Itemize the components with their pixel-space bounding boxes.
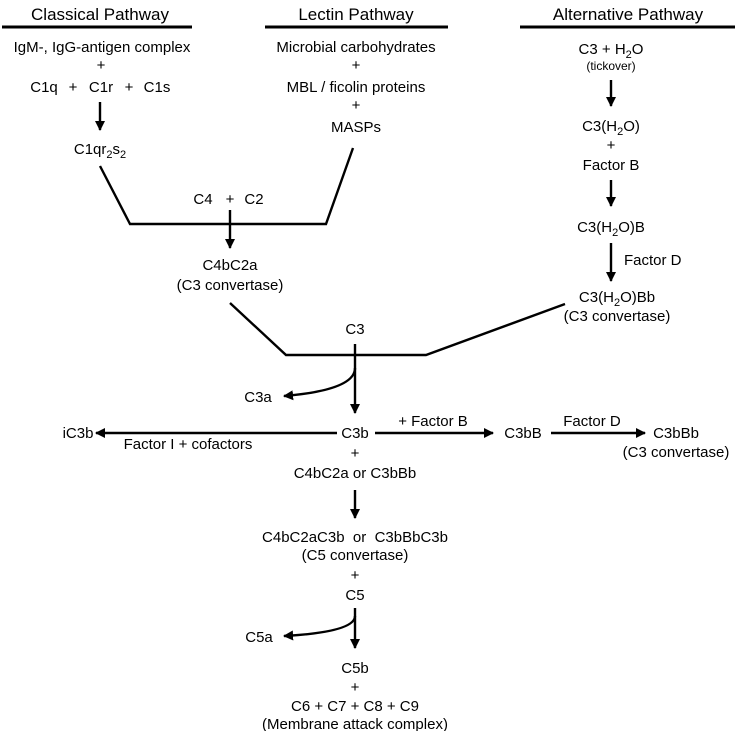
c1q-label: C1q (30, 79, 58, 96)
lectin-mbl-ficolin: MBL / ficolin proteins (287, 79, 426, 96)
c4-label: C4 (193, 191, 212, 208)
c3bbb-c3-convertase: (C3 convertase) (623, 444, 730, 461)
c1qr2s2-base: C1qr (74, 141, 107, 158)
arrow-to-c3a (282, 367, 357, 401)
c1s-label: C1s (144, 79, 171, 96)
classical-pathway-header: Classical Pathway (31, 5, 169, 24)
alternative-pathway-header: Alternative Pathway (553, 5, 704, 24)
c4bc2a-or-c3bbb-label: C4bC2a or C3bBb (294, 465, 417, 482)
c3h2o-end: O) (623, 118, 640, 135)
core-factor-d-label: Factor D (563, 413, 621, 430)
tickover-label: (tickover) (586, 59, 635, 73)
c3h2obb-base: C3(H (579, 289, 614, 306)
ic3b-label: iC3b (63, 425, 94, 442)
merge-plus: + (226, 191, 235, 208)
c3-water-base: C3 + H (579, 41, 626, 58)
alternative-plus: + (607, 137, 616, 154)
classical-lectin-merge-funnel (98, 147, 355, 226)
c3h2o-label: C3(H2O) (582, 118, 640, 138)
lectin-plus-2: + (352, 97, 361, 114)
core-plus-1: + (351, 445, 360, 462)
c5b-label: C5b (341, 660, 369, 677)
c3h2ob-end: O)B (618, 219, 645, 236)
core-plus-3: + (351, 679, 360, 696)
classical-plus-2: + (69, 79, 78, 96)
alternative-factor-b: Factor B (583, 157, 640, 174)
c1qr2s2-label: C1qr2s2 (74, 141, 126, 161)
c3b-label: C3b (341, 425, 369, 442)
alternative-factor-d: Factor D (624, 252, 682, 269)
c4bc2a-c3-convertase: (C3 convertase) (177, 277, 284, 294)
c3h2o-base: C3(H (582, 118, 617, 135)
c3h2obb-c3-convertase: (C3 convertase) (564, 308, 671, 325)
c3-water-subscript: 2 (626, 49, 632, 61)
c3h2ob-label: C3(H2O)B (577, 219, 645, 239)
core-plus-2: + (351, 567, 360, 584)
classical-antigen-complex: IgM-, IgG-antigen complex (14, 39, 191, 56)
classical-plus-1: + (97, 57, 106, 74)
c4bc2a-label: C4bC2a (202, 257, 258, 274)
classical-plus-3: + (125, 79, 134, 96)
c5a-label: C5a (245, 629, 273, 646)
c1qr2s2-subscript-2: 2 (120, 149, 126, 161)
c1qr2s2-s: s (113, 141, 121, 158)
c1r-label: C1r (89, 79, 113, 96)
membrane-attack-complex-label: (Membrane attack complex) (262, 716, 448, 731)
c5-label: C5 (345, 587, 364, 604)
c3-plus-water-label: C3 + H2O (579, 41, 644, 61)
c3-water-o: O (632, 41, 644, 58)
c3-label: C3 (345, 321, 364, 338)
c1qr2s2-subscript-1: 2 (106, 149, 112, 161)
lectin-plus-1: + (352, 57, 361, 74)
lectin-pathway-header: Lectin Pathway (298, 5, 414, 24)
c2-label: C2 (244, 191, 263, 208)
c3h2obb-label: C3(H2O)Bb (579, 289, 655, 309)
c3bb-label: C3bB (504, 425, 542, 442)
convertase-merge-funnel (229, 302, 566, 357)
c3h2o-subscript: 2 (617, 126, 623, 138)
lectin-masps: MASPs (331, 119, 381, 136)
factor-i-cofactors-label: Factor I + cofactors (124, 436, 253, 453)
c3a-label: C3a (244, 389, 272, 406)
c5-convertase-label: (C5 convertase) (302, 547, 409, 564)
c3h2obb-subscript: 2 (614, 297, 620, 309)
arrow-to-c5a (282, 615, 357, 641)
c3h2ob-subscript: 2 (612, 227, 618, 239)
c3h2obb-end: O)Bb (620, 289, 655, 306)
lectin-microbial-carbohydrates: Microbial carbohydrates (276, 39, 435, 56)
c5-convertase-complexes-label: C4bC2aC3b or C3bBbC3b (262, 529, 448, 546)
c3bbb-label: C3bBb (653, 425, 699, 442)
mac-components-label: C6 + C7 + C8 + C9 (291, 698, 419, 715)
c3h2ob-base: C3(H (577, 219, 612, 236)
plus-factor-b-label: + Factor B (398, 413, 468, 430)
